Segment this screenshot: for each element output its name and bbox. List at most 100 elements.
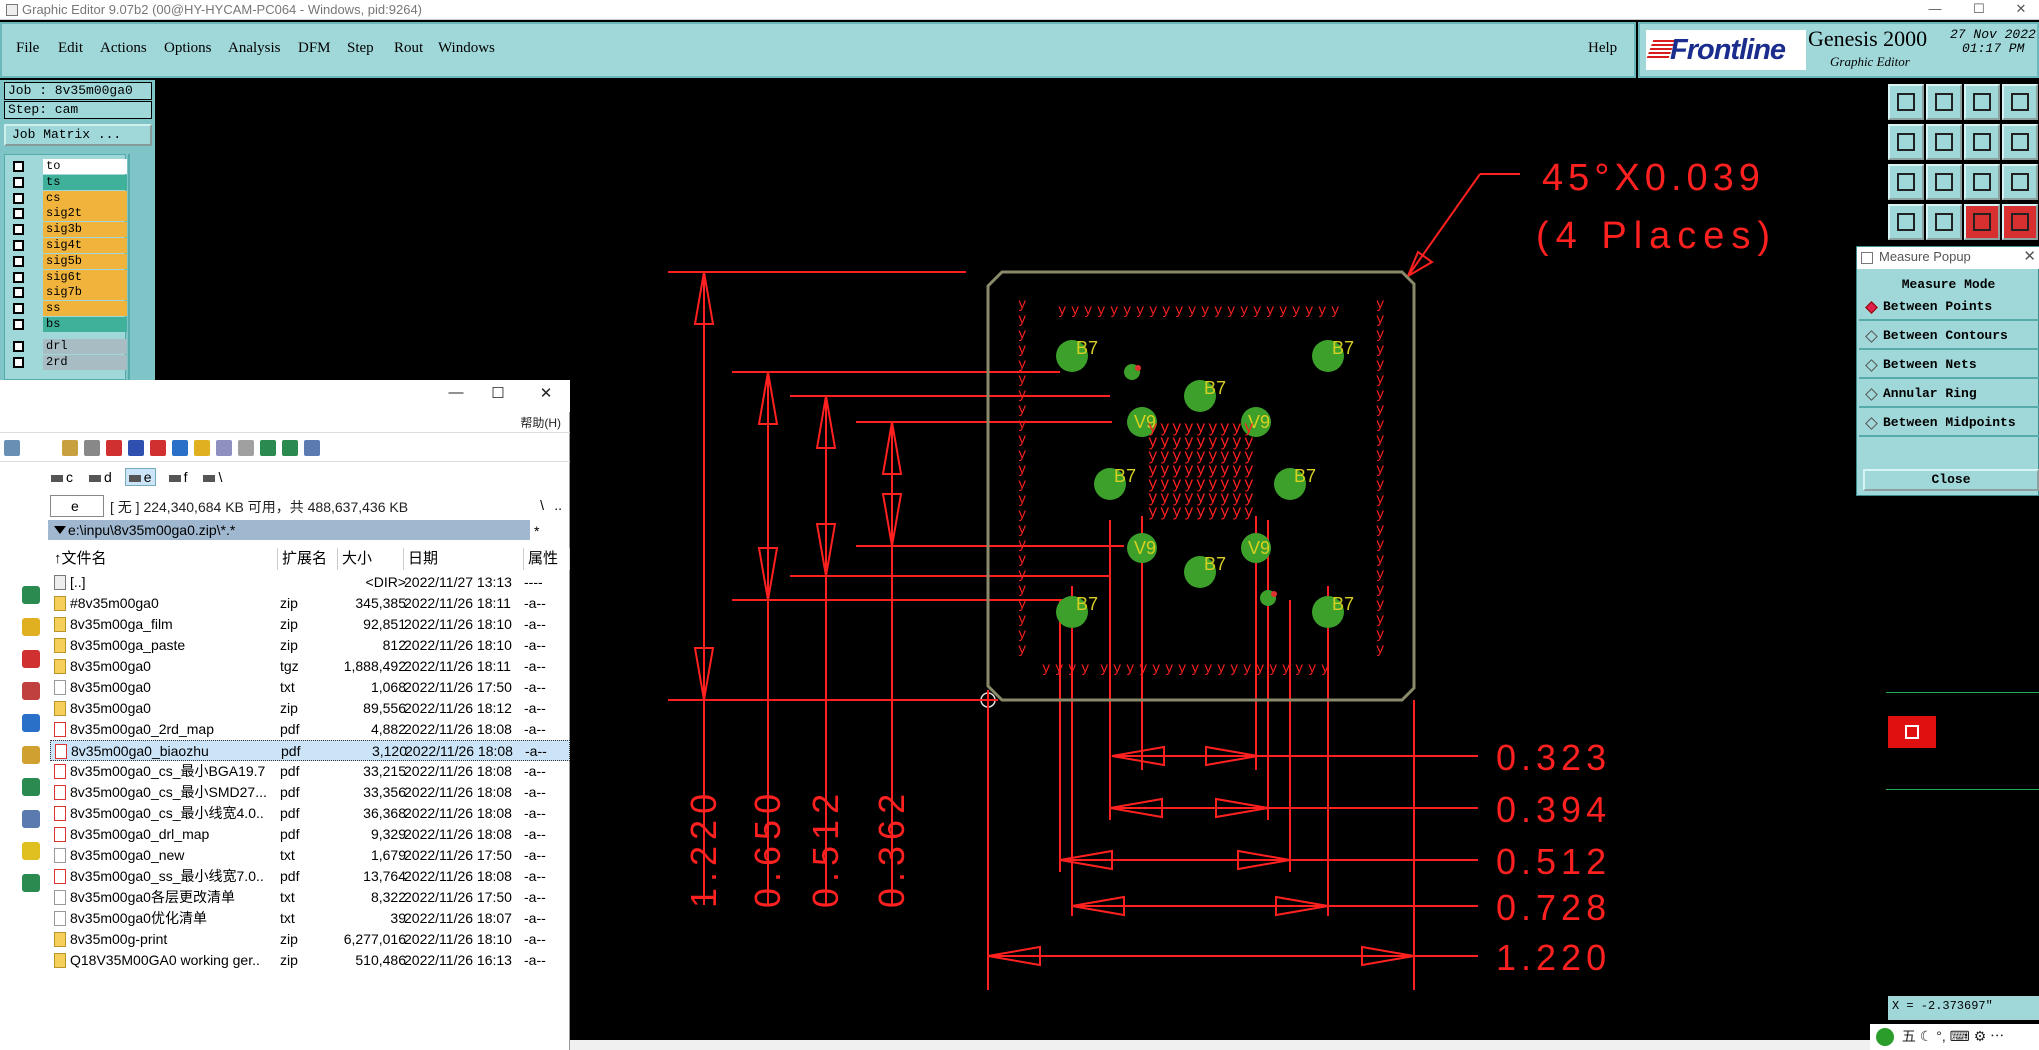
tree-icon[interactable] (22, 586, 40, 604)
layer-checkbox[interactable] (13, 287, 24, 299)
refresh-icon[interactable] (172, 440, 188, 456)
column-name[interactable]: ↑文件名 (50, 548, 278, 570)
option-between-midpoints[interactable]: Between Midpoints (1859, 411, 2039, 437)
layer-row[interactable]: bs (7, 317, 129, 332)
info-icon[interactable] (22, 714, 40, 732)
pdf-icon[interactable] (150, 440, 166, 456)
layer-checkbox[interactable] (13, 271, 24, 283)
fm-help-menu[interactable]: 帮助(H) (520, 416, 561, 430)
option-annular-ring[interactable]: Annular Ring (1859, 382, 2039, 408)
home-icon[interactable] (1964, 84, 2000, 120)
layer-name[interactable]: ss (43, 301, 127, 317)
menu-edit[interactable]: Edit (58, 40, 83, 56)
drive-button[interactable]: \ (200, 469, 225, 485)
menu-options[interactable]: Options (164, 40, 212, 56)
layer-row[interactable]: sig2t (7, 206, 129, 222)
current-path[interactable]: e:\inpu\8v35m00ga0.zip\*.* (48, 520, 530, 540)
column-date[interactable]: 日期 (404, 548, 524, 570)
network-icon[interactable] (84, 440, 100, 456)
drive-button[interactable]: d (86, 469, 115, 485)
measure-close-icon[interactable]: ✕ (2023, 248, 2036, 265)
delete-icon[interactable] (22, 650, 40, 668)
tree-icon[interactable] (260, 440, 276, 456)
properties-icon[interactable] (128, 440, 144, 456)
query-icon[interactable] (2002, 164, 2038, 200)
fm-maximize-button[interactable]: ☐ (491, 385, 505, 402)
pack-icon[interactable] (62, 440, 78, 456)
layer-name[interactable]: sig6t (43, 269, 127, 285)
layer-name[interactable]: sig2t (43, 206, 127, 222)
menu-rout[interactable]: Rout (394, 40, 424, 56)
zoom-in-icon[interactable] (1926, 84, 1962, 120)
snap-red2-icon[interactable] (2002, 204, 2038, 240)
layer-checkbox[interactable] (13, 176, 24, 188)
column-size[interactable]: 大小 (338, 548, 404, 570)
pan-right-icon[interactable] (1926, 124, 1962, 160)
layer-name[interactable]: bs (43, 317, 127, 332)
menu-step[interactable]: Step (347, 40, 374, 56)
drive-select[interactable]: e (50, 495, 104, 517)
layer-name[interactable]: 2rd (43, 354, 127, 370)
layer-checkbox[interactable] (13, 192, 24, 204)
maximize-button[interactable]: ☐ (1973, 1, 1985, 16)
layer-row[interactable]: sig5b (7, 253, 129, 269)
layer-checkbox[interactable] (13, 224, 24, 236)
drive-button[interactable]: f (166, 469, 191, 485)
layer-row[interactable]: 2rd (7, 354, 129, 370)
layer-row[interactable]: ts (7, 174, 129, 190)
layer-name[interactable]: drl (43, 338, 127, 354)
close-button[interactable]: ✕ (2015, 1, 2027, 16)
copy-icon[interactable] (4, 440, 20, 456)
option-between-contours[interactable]: Between Contours (1859, 324, 2039, 350)
image-icon[interactable] (22, 810, 40, 828)
layer-checkbox[interactable] (13, 356, 24, 368)
print-icon[interactable] (238, 440, 254, 456)
menu-analysis[interactable]: Analysis (228, 40, 281, 56)
layer-row[interactable]: to (7, 159, 129, 174)
pan-left-icon[interactable] (1888, 124, 1924, 160)
column-attr[interactable]: 属性 (524, 548, 570, 570)
layer-checkbox[interactable] (13, 303, 24, 315)
menu-windows[interactable]: Windows (438, 40, 495, 56)
pan-select-icon[interactable] (1964, 124, 2000, 160)
layer-checkbox[interactable] (13, 208, 24, 220)
drive-button[interactable]: c (48, 469, 76, 485)
root-button[interactable]: \ (540, 497, 544, 513)
path-history-icon[interactable] (54, 526, 66, 534)
menu-help[interactable]: Help (1588, 40, 1618, 56)
layer-name[interactable]: cs (43, 190, 127, 206)
menu-dfm[interactable]: DFM (298, 40, 331, 56)
grid-icon[interactable] (2002, 84, 2038, 120)
network-icon[interactable] (22, 874, 40, 892)
text-icon[interactable] (216, 440, 232, 456)
ratio-icon[interactable] (1964, 164, 2000, 200)
file-row[interactable]: [..]<DIR>2022/11/27 13:13---- (50, 572, 570, 593)
layer-row[interactable]: cs (7, 190, 129, 206)
fm-minimize-button[interactable]: — (448, 384, 464, 401)
drive-button[interactable]: e (124, 468, 156, 486)
layer-row[interactable]: ss (7, 301, 129, 317)
layer-name[interactable]: to (43, 159, 127, 174)
layer-name[interactable]: sig7b (43, 285, 127, 301)
option-between-points[interactable]: Between Points (1859, 295, 2039, 321)
layer-name[interactable]: sig4t (43, 238, 127, 253)
snap-red-icon[interactable] (1964, 204, 2000, 240)
menu-actions[interactable]: Actions (100, 40, 147, 56)
cut-icon[interactable] (22, 682, 40, 700)
layer-checkbox[interactable] (13, 161, 24, 172)
zoom-home-icon[interactable] (1888, 84, 1924, 120)
font-icon[interactable] (194, 440, 210, 456)
file-filter[interactable]: * (534, 523, 540, 539)
parent-button[interactable]: .. (554, 497, 562, 513)
layer-row[interactable]: sig3b (7, 222, 129, 238)
